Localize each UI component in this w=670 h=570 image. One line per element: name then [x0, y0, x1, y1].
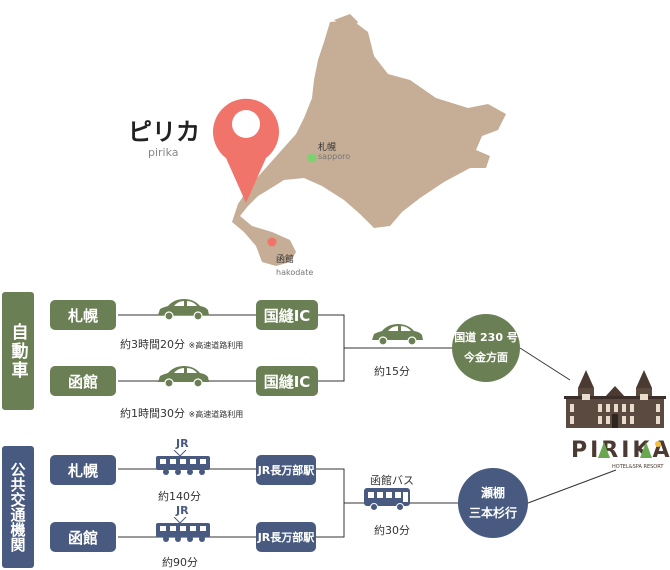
train-label-1: JR: [176, 437, 189, 450]
bus-icon: [364, 488, 410, 511]
car-final-time: 約15分: [374, 365, 410, 378]
transit-station-2: JR長万部駅: [256, 522, 316, 552]
train-label-2: JR: [176, 504, 189, 517]
transit-station-1: JR長万部駅: [256, 455, 316, 485]
train-icon: [156, 450, 210, 475]
map-title-ja: ピリカ: [128, 118, 200, 146]
sapporo-label-ja: 札幌: [318, 143, 337, 153]
car-note-2: ※高速道路利用: [188, 410, 244, 419]
transit-dest-line1: 瀬棚: [480, 486, 505, 500]
bus-label: 函館バス: [370, 474, 414, 487]
transit-destination: 瀬棚 三本杉行: [458, 468, 528, 538]
hotel-building-icon: [564, 370, 666, 428]
car-dest-line2: 今金方面: [464, 351, 508, 364]
car-category-label: 自動車: [2, 292, 34, 410]
hokkaido-north-tip: [334, 14, 358, 30]
transit-dest-line2: 三本杉行: [468, 506, 517, 520]
transit-time-1: 約140分: [158, 490, 201, 503]
hokkaido-map: [212, 14, 506, 266]
sapporo-label-en: sapporo: [318, 152, 351, 161]
car-time-2-text: 約1時間30分: [120, 407, 185, 420]
car-from-hakodate: 函館: [50, 366, 116, 396]
hotel-brand-name: PIRIKA: [571, 438, 670, 463]
car-from-sapporo: 札幌: [50, 300, 116, 330]
map-title-en: pirika: [148, 146, 179, 159]
sapporo-dot: [307, 153, 317, 163]
hakodate-label-ja: 函館: [276, 255, 295, 265]
car-time-1: 約3時間20分 ※高速道路利用: [120, 336, 243, 352]
transit-from-sapporo: 札幌: [50, 455, 116, 485]
car-icon: [158, 299, 209, 321]
car-time-2: 約1時間30分 ※高速道路利用: [120, 405, 243, 421]
hakodate-label-en: hakodate: [276, 268, 314, 277]
car-icon: [158, 366, 209, 388]
transit-time-2: 約90分: [162, 556, 198, 569]
hotel-brand-sub: HOTEL&SPA RESORT: [612, 464, 664, 470]
car-ic-2: 国縫IC: [256, 366, 318, 396]
car-time-1-text: 約3時間20分: [120, 338, 185, 351]
bus-time: 約30分: [374, 524, 410, 537]
car-note-1: ※高速道路利用: [188, 341, 244, 350]
hokkaido-island: [232, 20, 506, 266]
car-ic-1: 国縫IC: [256, 300, 318, 330]
car-icon: [372, 324, 423, 346]
car-destination: 国道 230 号 今金方面: [452, 314, 520, 382]
train-icon: [156, 517, 210, 542]
transit-from-hakodate: 函館: [50, 522, 116, 552]
tree-icon: [598, 441, 661, 458]
car-dest-line1: 国道 230 号: [454, 331, 518, 344]
transit-category-label: 公共交通機関: [2, 446, 34, 568]
location-pin-icon: [212, 98, 280, 203]
hakodate-dot: [267, 237, 277, 247]
